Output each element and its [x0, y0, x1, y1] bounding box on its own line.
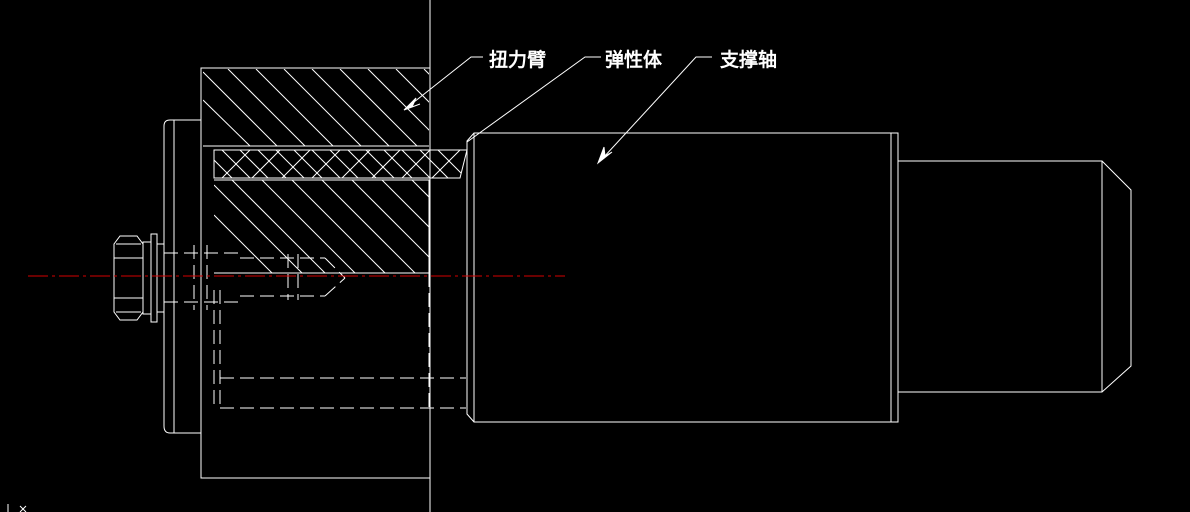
elastic-body-band: [213, 149, 468, 179]
ucs-icon: [7, 504, 27, 512]
hidden-lines: [164, 245, 466, 410]
hex-nut: [113, 233, 165, 323]
lower-section-outline: [214, 179, 430, 274]
label-elastic-body: 弹性体: [605, 48, 663, 71]
label-support-shaft: 支撑轴: [719, 48, 777, 71]
leader-lines: [403, 56, 712, 165]
torque-arm-hatch: [203, 69, 429, 146]
elastic-body-hatch: [214, 150, 467, 178]
support-shaft: [466, 132, 1132, 423]
torque-arm-block: [200, 67, 431, 479]
label-torque-arm: 扭力臂: [489, 48, 546, 71]
lower-section-hatch: [214, 180, 429, 273]
